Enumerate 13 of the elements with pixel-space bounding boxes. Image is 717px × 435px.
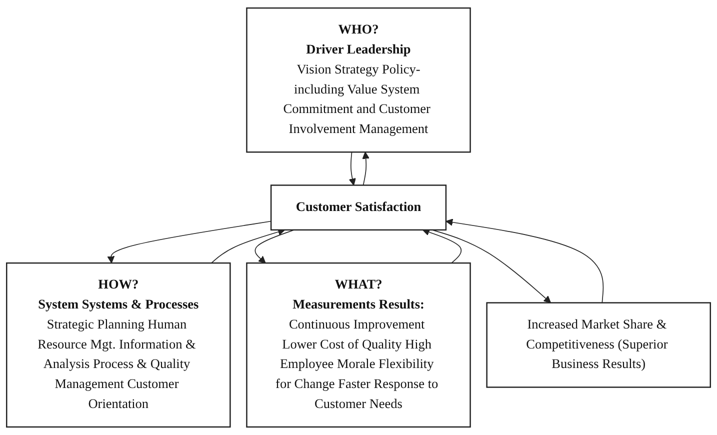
node-box: Increased Market Share & Competitiveness (Superior Business Results)	[486, 302, 711, 388]
node-box: HOW? System Systems & Processes Strategic Planning Human Resource Mgt. Information & Analysis Process & Quality Management Customer Orientation	[6, 262, 231, 428]
node-box: WHO? Driver Leadership Vision Strategy Policy-including Value System Commitment and Customer Involvement Management	[246, 7, 471, 153]
arrow	[210, 228, 286, 264]
arrow	[422, 228, 462, 264]
arrow	[348, 152, 356, 186]
arrow	[107, 220, 272, 264]
arrow	[254, 230, 295, 264]
node-box: Customer Satisfaction	[270, 184, 447, 231]
arrow	[362, 152, 370, 186]
node-box: WHAT? Measurements Results: Continuous Improvement Lower Cost of Quality High Employee Morale Flexibility for Change Faster Response to Customer Needs	[246, 262, 471, 428]
arrow	[432, 230, 552, 304]
arrow	[446, 218, 604, 304]
